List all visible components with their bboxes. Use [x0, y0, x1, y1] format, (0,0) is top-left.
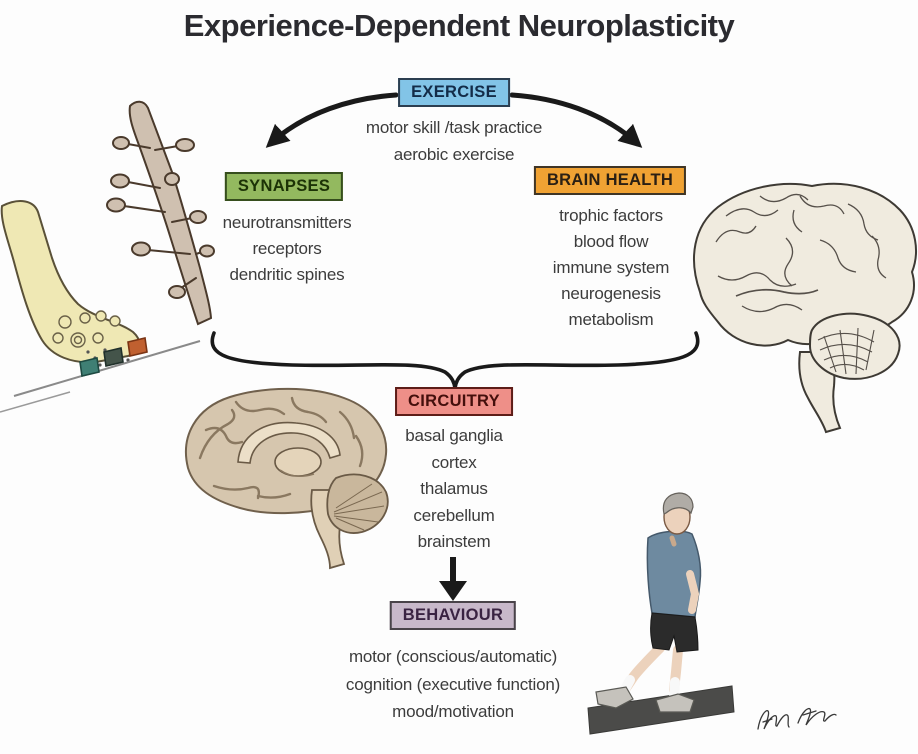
- exercise-item: aerobic exercise: [393, 145, 515, 164]
- front-shoe: [595, 686, 634, 709]
- behaviour-item: motor (conscious/automatic): [348, 647, 558, 666]
- circuitry-items: basal ganglia cortex thalamus cerebellum…: [405, 423, 503, 556]
- treadmill: [587, 685, 735, 735]
- synapses-item: dendritic spines: [229, 265, 345, 284]
- brain-health-item: trophic factors: [559, 206, 663, 225]
- brain-health-item: neurogenesis: [561, 284, 661, 303]
- head: [663, 499, 691, 535]
- brace-to-circuitry: [210, 331, 700, 389]
- synapses-box: SYNAPSES: [224, 172, 344, 201]
- diagram-title: Experience-Dependent Neuroplasticity: [183, 8, 735, 43]
- dendrite-illustration: [106, 100, 215, 326]
- receptor-icons: [79, 337, 148, 377]
- behaviour-box: BEHAVIOUR: [389, 601, 517, 630]
- neurotransmitter-dots: [82, 348, 130, 367]
- sagittal-brain-illustration: [184, 387, 389, 570]
- brain-health-item: metabolism: [568, 310, 654, 329]
- shorts: [650, 612, 699, 653]
- synapses-items: neurotransmitters receptors dendritic sp…: [223, 210, 352, 288]
- back-shoe: [655, 693, 695, 713]
- cerebellum: [808, 312, 901, 380]
- brain-health-box: BRAIN HEALTH: [533, 166, 687, 195]
- synapses-item: receptors: [252, 239, 322, 258]
- hair: [662, 492, 694, 515]
- treadmill-walker-illustration: [587, 492, 735, 735]
- brainstem: [798, 351, 842, 434]
- synaptic-vesicles: [52, 310, 121, 348]
- signature-illustration: [757, 707, 837, 730]
- circuitry-item: cortex: [431, 452, 477, 472]
- whole-brain-illustration: [693, 182, 917, 434]
- circuitry-item: thalamus: [420, 479, 488, 498]
- behaviour-item: cognition (executive function): [345, 674, 561, 694]
- circuitry-box: CIRCUITRY: [395, 387, 513, 416]
- arrow-circuitry-to-behaviour: [439, 557, 467, 601]
- postsynaptic-membrane: [13, 340, 201, 397]
- brain-health-items: trophic factors blood flow immune system…: [552, 203, 670, 333]
- sagittal-cerebellum: [326, 473, 389, 534]
- synapse-terminal-illustration: [0, 200, 201, 413]
- synapses-item: neurotransmitters: [222, 213, 352, 232]
- exercise-item: motor skill /task practice: [365, 118, 543, 137]
- exercise-items: motor skill /task practice aerobic exerc…: [366, 114, 542, 168]
- sagittal-brainstem: [310, 489, 346, 570]
- behaviour-item: mood/motivation: [392, 702, 514, 721]
- circuitry-item: basal ganglia: [405, 426, 503, 445]
- circuitry-item: cerebellum: [413, 505, 495, 525]
- circuitry-item: brainstem: [417, 532, 491, 551]
- shirt: [646, 530, 702, 618]
- brain-health-item: blood flow: [573, 232, 649, 251]
- behaviour-items: motor (conscious/automatic) cognition (e…: [346, 643, 560, 726]
- thalamus: [274, 447, 322, 477]
- brain-health-item: immune system: [552, 258, 670, 277]
- exercise-box: EXERCISE: [398, 78, 510, 107]
- corpus-callosum: [237, 421, 341, 464]
